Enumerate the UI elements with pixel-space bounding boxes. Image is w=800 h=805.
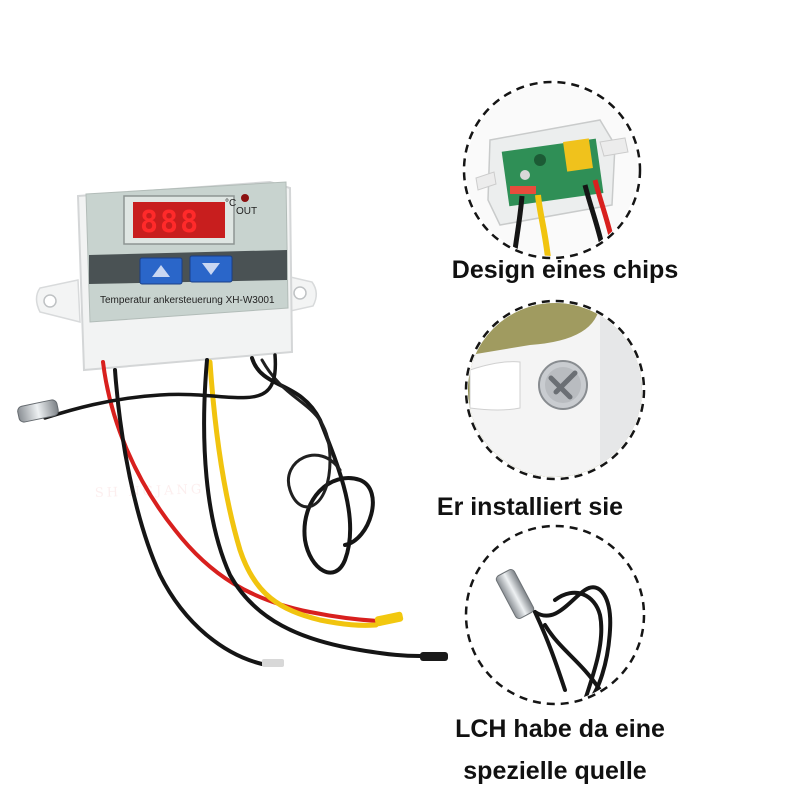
callout-mounting [464,299,646,481]
callout-caption-source-line2: spezielle quelle [463,757,647,785]
sensor-cable-lead [43,353,278,420]
callout-caption-source-line1: LCH habe da eine [455,715,665,743]
out-label: OUT [236,206,257,217]
sensor-cable-coil [250,356,375,575]
model-label: Temperatur ankersteuerung XH-W3001 [100,295,275,306]
down-arrow-icon [202,263,220,275]
callout-caption-install: Er installiert sie [436,493,624,521]
wires [17,353,448,667]
right-mount-hole-icon [293,286,307,300]
out-indicator-led [241,194,249,202]
yellow-wire [207,359,379,628]
temperature-probe-icon [468,528,642,702]
display-value: 888 [140,205,200,240]
up-arrow-icon [152,265,170,277]
left-mounting-ear [35,279,81,323]
black-wire-terminal-right [420,652,448,661]
callout-pcb [462,80,642,260]
temperature-probe [17,399,59,423]
sensor-cable-loop [260,358,342,509]
red-wire-terminal [374,611,404,627]
callout-probe [464,524,646,706]
pcb-inside-icon [466,84,638,256]
lcd-display [133,202,225,238]
black-wire-right [202,358,422,658]
black-wire-left [113,368,264,666]
thermostat-module: 888 °C OUT Temperatur ankersteuerung XH-… [35,180,317,372]
button-strip [89,250,287,284]
black-wire-terminal-left [262,659,284,667]
callout-caption-chip: Design eines chips [451,256,679,284]
unit-label: °C [225,198,236,209]
left-mount-hole-icon [43,294,57,308]
